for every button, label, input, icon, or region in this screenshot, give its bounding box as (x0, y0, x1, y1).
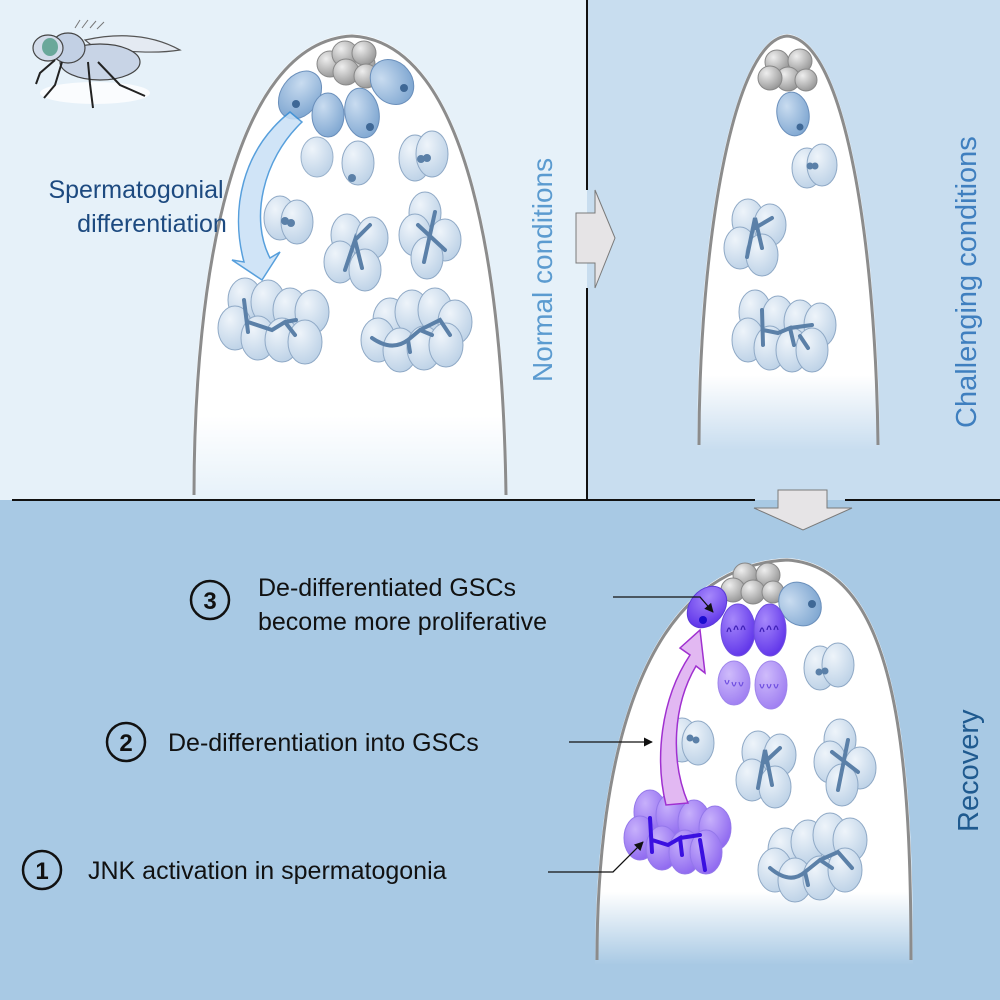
step-1-number: 1 (35, 858, 48, 885)
arrow-right-transition (575, 189, 616, 289)
step-3: 3 De-differentiated GSCs become more pro… (189, 574, 714, 636)
step-3-badge (189, 579, 231, 621)
step-3-text-line2: become more proliferative (258, 608, 547, 636)
fruit-fly-icon (32, 19, 182, 109)
hub-cells (720, 562, 785, 605)
testis-tip-recovery (595, 558, 913, 965)
step-1-pointer (548, 841, 644, 873)
cyst-4cell (398, 191, 462, 280)
germline-stem-cells (277, 59, 415, 178)
panel-label-challenging: Challenging conditions (951, 136, 983, 428)
step-2-badge (105, 721, 147, 763)
cyst-8cell (217, 277, 330, 365)
step-1: 1 JNK activation in spermatogonia (21, 841, 644, 891)
cyst-4cell (323, 213, 389, 292)
cyst-8cell (731, 289, 837, 373)
dividing-gsc (753, 603, 788, 710)
step-2-number: 2 (119, 730, 132, 757)
dedifferentiation-arrow (659, 628, 706, 806)
cyst-8cell (757, 812, 868, 903)
dividing-gsc (717, 603, 756, 706)
step-3-pointer (613, 596, 714, 613)
differentiation-label-line2: differentiation (77, 210, 227, 238)
step-2-text: De-differentiation into GSCs (168, 729, 479, 757)
cyst-8cell (360, 287, 473, 373)
cyst-4cell (813, 718, 877, 807)
step-3-text-line1: De-differentiated GSCs (258, 574, 516, 602)
hub-cells (757, 48, 818, 92)
panel-label-normal: Normal conditions (527, 158, 558, 382)
arrow-down-transition (753, 489, 853, 531)
step-1-badge (21, 849, 63, 891)
cyst-4cell (735, 730, 797, 809)
cyst-4cell (723, 198, 787, 277)
differentiation-arrow (231, 111, 304, 282)
differentiation-label-line1: Spermatogonial (48, 176, 223, 204)
step-1-text: JNK activation in spermatogonia (88, 857, 447, 885)
testis-tip-challenging (697, 34, 880, 450)
step-3-number: 3 (203, 588, 216, 615)
panel-label-recovery: Recovery (953, 709, 985, 832)
testis-tip-normal (192, 34, 508, 500)
step-2: 2 De-differentiation into GSCs (105, 721, 653, 763)
